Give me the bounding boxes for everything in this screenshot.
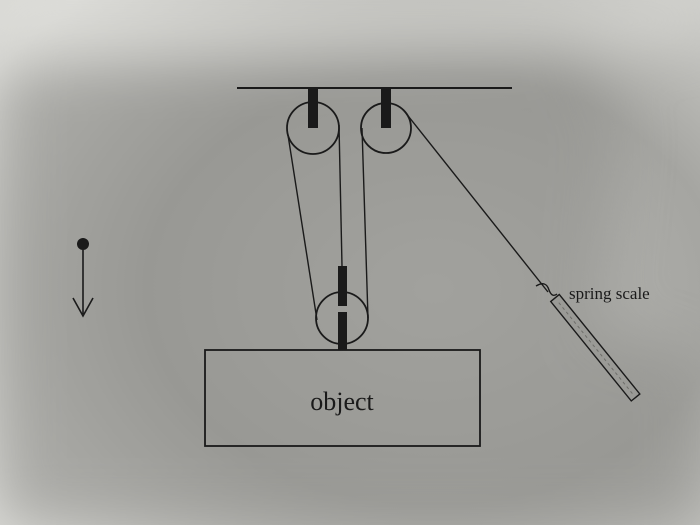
gravity-origin-dot — [77, 238, 89, 250]
pulley-mount-left — [308, 89, 318, 128]
movable-pulley-upper-bar — [338, 266, 347, 306]
spring-scale — [549, 293, 641, 402]
rope — [287, 111, 549, 321]
rope-segment-to-scale — [404, 111, 549, 293]
movable-pulley-lower-bar — [338, 312, 347, 350]
spring-scale-label: spring scale — [569, 284, 650, 303]
pulley-mount-right — [381, 89, 391, 128]
object-label: object — [310, 387, 374, 416]
down-arrow-icon — [72, 238, 94, 318]
rope-segment-left-outer — [287, 134, 318, 321]
rope-segment-left-inner — [338, 124, 343, 267]
fixed-pulley-right — [360, 89, 412, 154]
rope-segment-right-down — [361, 127, 369, 319]
spring-scale-hook — [535, 283, 558, 297]
object-box — [204, 349, 481, 447]
